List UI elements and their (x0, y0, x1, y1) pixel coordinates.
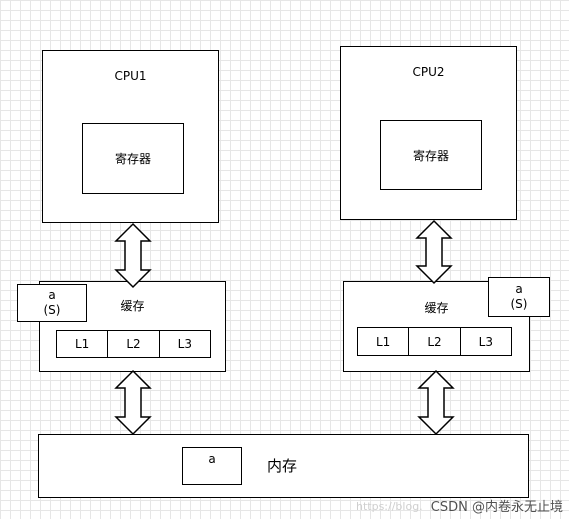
memory-var-label: a (208, 452, 216, 466)
cpu2-register-label: 寄存器 (412, 148, 449, 163)
cache-left-levels: L1 L2 L3 (56, 330, 211, 358)
cache-right-tag-var: a (515, 282, 523, 296)
cache-left-l3: L3 (177, 337, 192, 351)
cpu1-register: 寄存器 (82, 123, 184, 194)
arrow-cache-left-memory (114, 369, 152, 436)
arrow-cpu1-cache (114, 222, 152, 289)
memory-title: 内存 (267, 457, 298, 475)
cache-right-tag-state: (S) (510, 297, 528, 311)
cache-left-title: 缓存 (120, 299, 145, 313)
cpu2-box: CPU2 寄存器 (340, 46, 517, 220)
cache-left-l1: L1 (57, 331, 109, 357)
arrow-cache-right-memory (417, 369, 455, 436)
cache-left-tag: a (S) (17, 284, 87, 322)
arrow-cpu2-cache (415, 219, 453, 285)
memory-var-box: a (182, 447, 242, 485)
csdn-watermark: CSDN @内卷永无止境 (430, 500, 563, 515)
cache-right-l1: L1 (358, 328, 410, 355)
cpu1-box: CPU1 寄存器 (42, 50, 219, 223)
memory-box: a 内存 (38, 434, 529, 498)
cache-left-l2: L2 (108, 331, 160, 357)
cache-right-l3: L3 (478, 334, 493, 349)
cpu2-register: 寄存器 (380, 120, 482, 190)
cache-right-tag: a (S) (488, 277, 550, 317)
cache-right-levels: L1 L2 L3 (357, 327, 512, 356)
cpu1-register-label: 寄存器 (114, 152, 151, 166)
cache-left-tag-var: a (48, 288, 56, 302)
cache-right-title: 缓存 (424, 301, 449, 315)
cpu2-title: CPU2 (412, 65, 445, 79)
cpu1-title: CPU1 (114, 69, 147, 83)
cache-left-tag-state: (S) (43, 303, 61, 317)
watermark-ghost: https://blog. (356, 500, 423, 513)
cache-right-l2: L2 (409, 328, 461, 355)
